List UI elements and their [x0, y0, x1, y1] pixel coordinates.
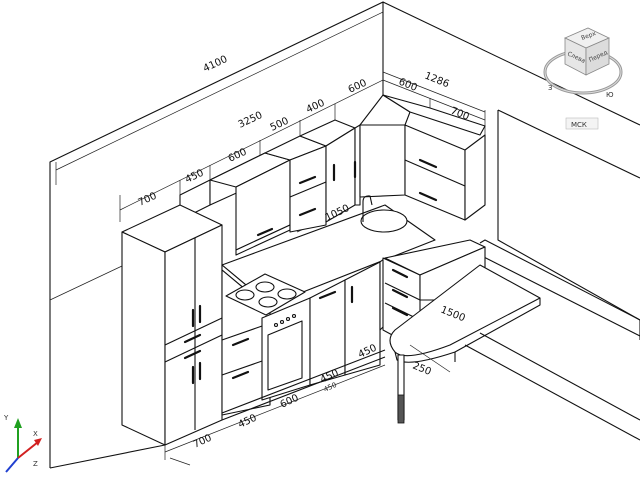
dim-seg-700-left: 700: [137, 191, 159, 209]
oven-knobs: [273, 313, 297, 328]
bar-counter: [389, 264, 541, 424]
viewcube-top-label: Верх: [580, 30, 597, 42]
dim-overall-top: 4100: [202, 54, 230, 75]
ucs-y-label: Y: [3, 414, 9, 422]
sink: [360, 195, 408, 233]
tall-cabinet: [121, 204, 223, 446]
dim-corner-600: 600: [397, 77, 419, 94]
ucs-x-label: X: [33, 430, 38, 438]
hob: [225, 273, 306, 316]
wcs-label: МСК: [571, 121, 587, 129]
dim-seg-450: 450: [184, 168, 206, 186]
dim-bottom-700: 700: [192, 433, 214, 451]
cabinet-handles: [183, 158, 438, 385]
ucs-icon: Y X Z: [3, 414, 42, 473]
dim-bar-250: 250: [411, 361, 433, 378]
plinth-dimension-lines: [164, 344, 451, 466]
dim-seg-600: 600: [227, 147, 249, 165]
dim-upper-run: 3250: [237, 110, 265, 131]
dim-bottom-600: 600: [279, 393, 301, 411]
viewcube-front-face[interactable]: [585, 37, 610, 76]
corner-cabinet: [359, 94, 486, 221]
viewcube-ring-label: З: [548, 84, 553, 92]
room-walls: [49, 1, 640, 469]
ucs-z-label: Z: [33, 460, 38, 468]
dim-bottom-450: 450: [237, 413, 259, 431]
upper-cabinets: [179, 119, 361, 256]
wcs-button[interactable]: [565, 117, 599, 130]
dim-seg-600b: 600: [347, 78, 369, 96]
viewcube-ring-label-2: Ю: [606, 91, 614, 99]
dim-right-run: 1286: [423, 71, 451, 91]
viewcube[interactable]: Верх Слева Перед З Ю МСК: [543, 27, 623, 130]
